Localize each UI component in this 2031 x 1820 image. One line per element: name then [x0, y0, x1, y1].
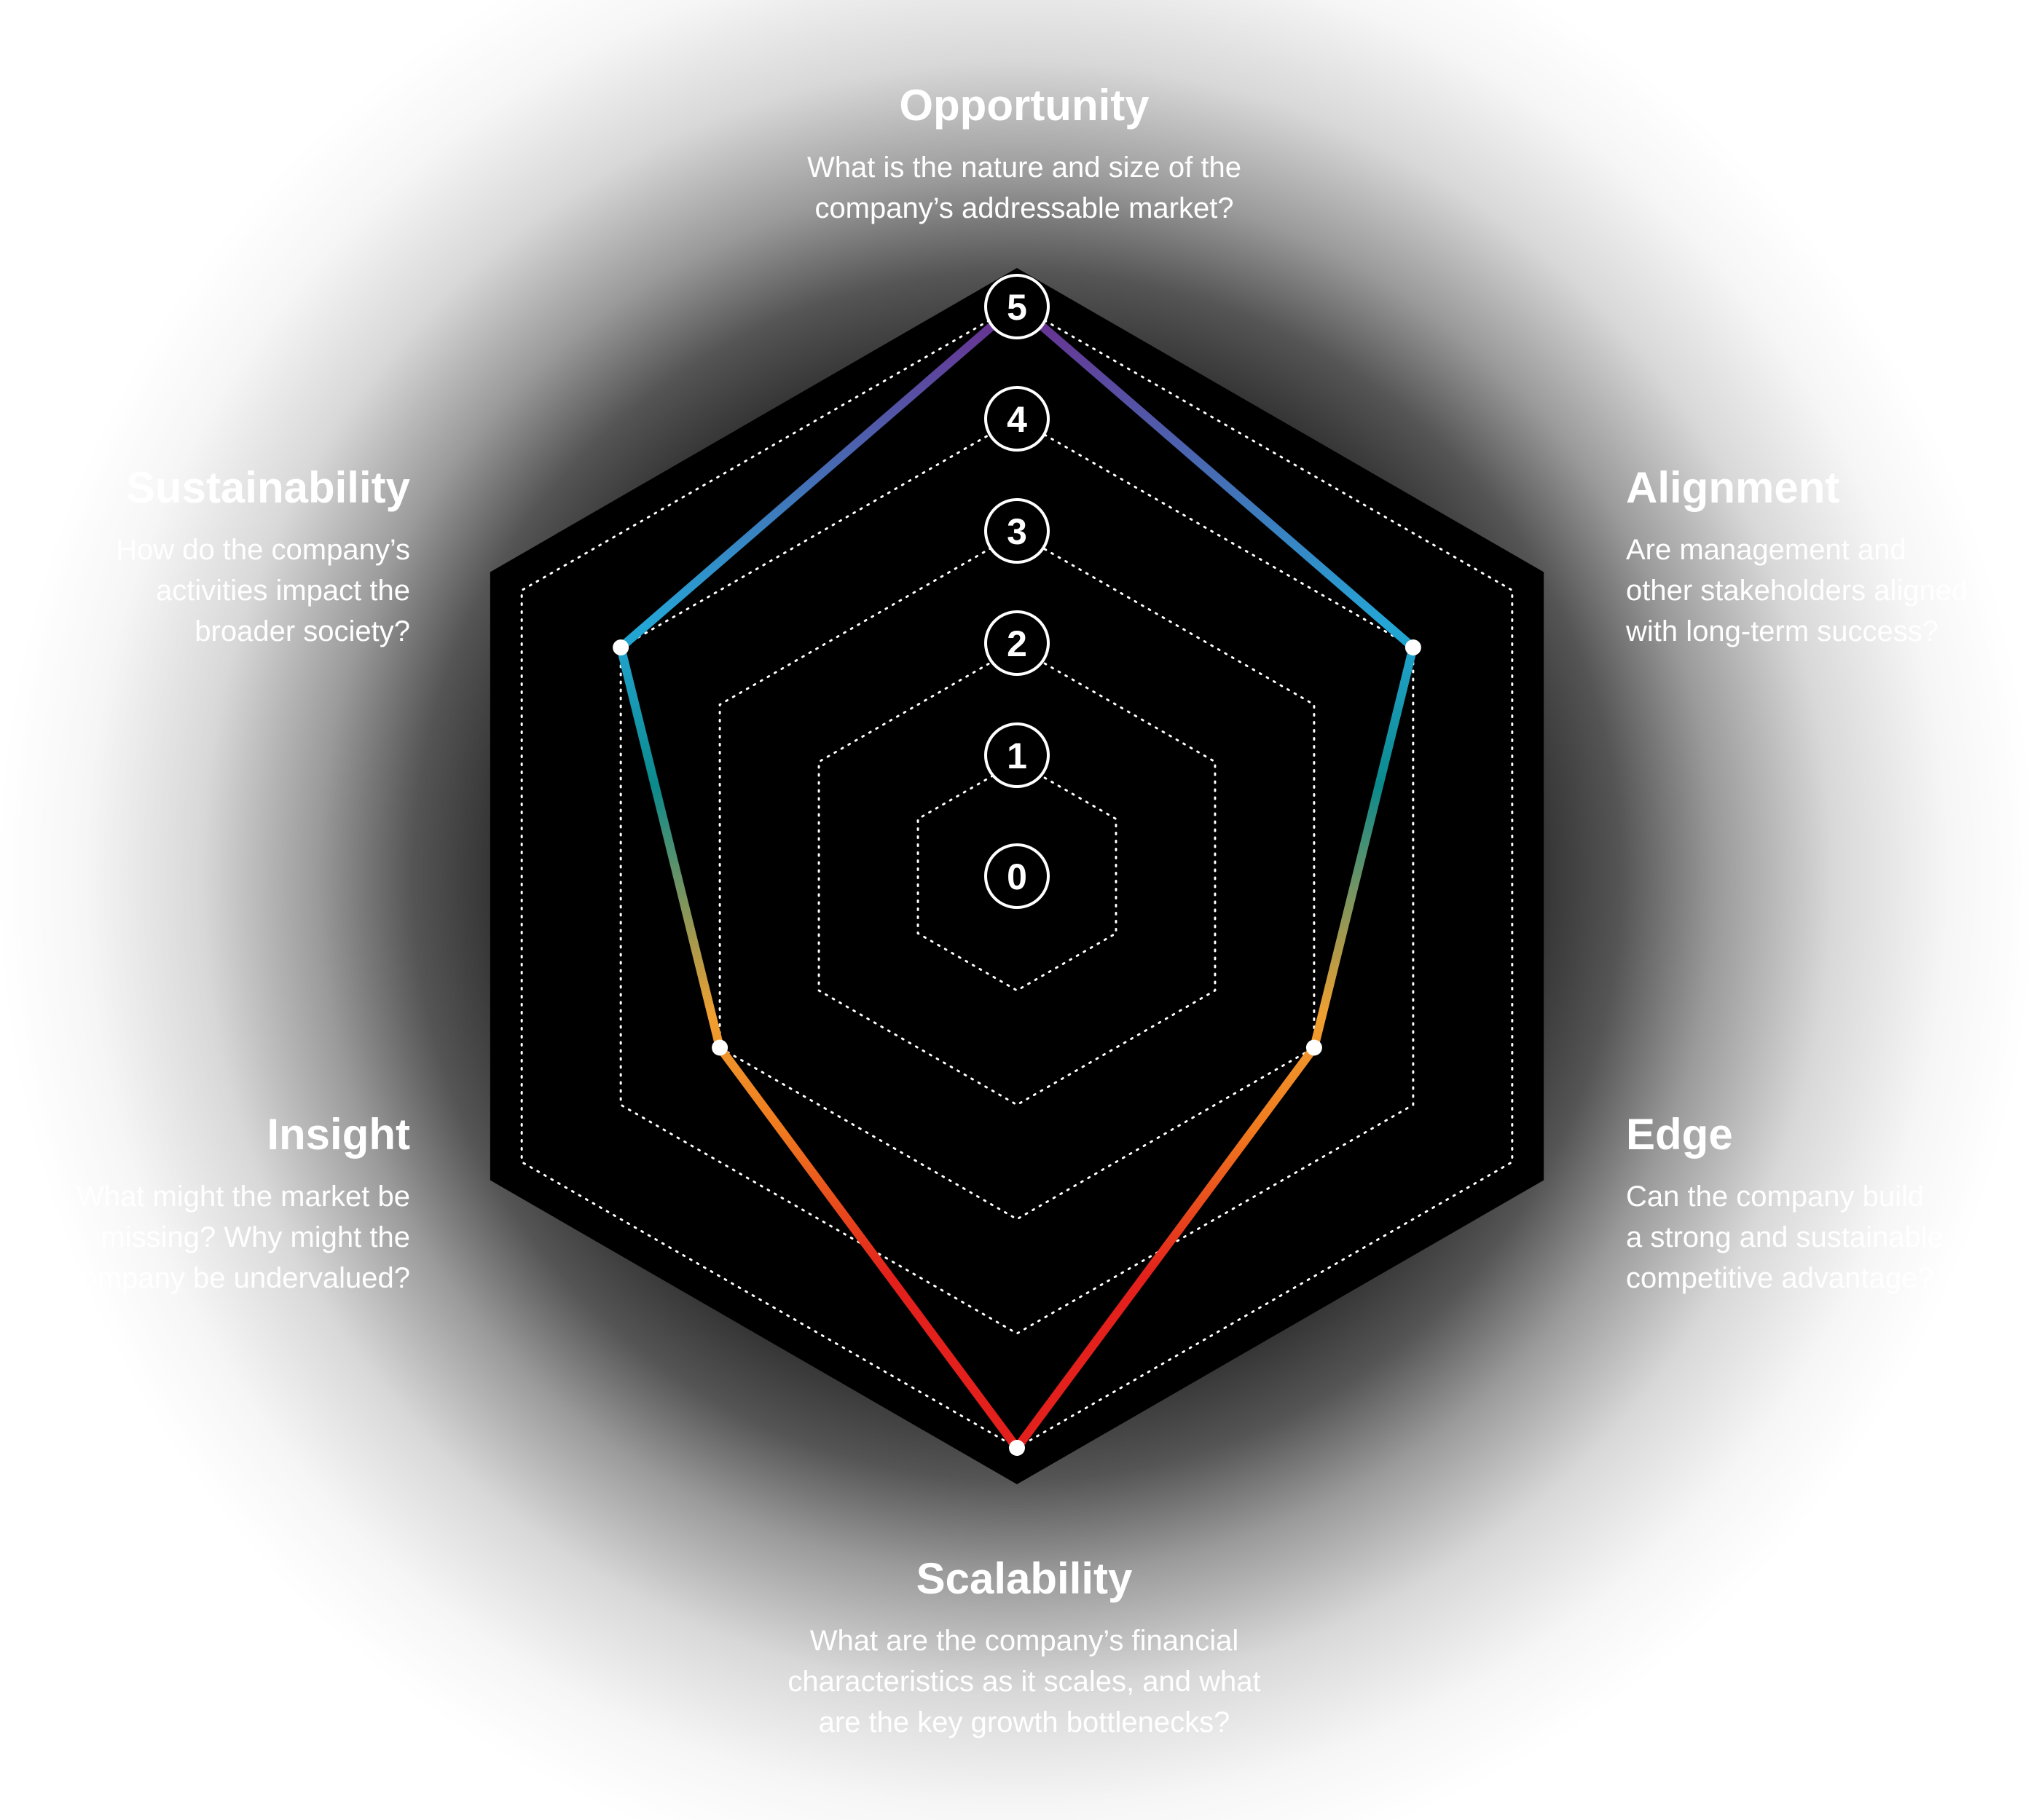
scale-label-0: 0	[1007, 856, 1027, 897]
axis-title: Opportunity	[899, 81, 1150, 130]
scale-label-circle-0	[984, 843, 1050, 909]
data-point-sustainability	[613, 639, 629, 655]
axis-question-line: activities impact the	[156, 575, 410, 607]
axis-question-line: characteristics as it scales, and what	[787, 1666, 1260, 1698]
data-point-insight	[712, 1039, 728, 1056]
scale-label-circle-4	[984, 386, 1050, 452]
axis-question-line: What is the nature and size of the	[807, 151, 1241, 184]
grid-ring-3	[718, 532, 1316, 1221]
axis-question-line: company’s addressable market?	[814, 192, 1233, 224]
scale-label-circle-1	[984, 722, 1050, 788]
scale-label-circle-5	[984, 274, 1050, 339]
axis-question-line: What might the market be	[76, 1181, 410, 1213]
axis-question-line: are the key growth bottlenecks?	[819, 1706, 1230, 1738]
axis-question-line: competitive advantage?	[1626, 1262, 1934, 1294]
data-point-edge	[1305, 1039, 1322, 1056]
scale-labels: 0 1 2 3 4 5	[984, 274, 1050, 909]
scale-label-circle-3	[984, 498, 1050, 564]
axis-title: Alignment	[1626, 463, 1839, 512]
scale-label-4: 4	[1007, 399, 1027, 440]
axis-question-line: How do the company’s	[116, 534, 410, 566]
scale-label-2: 2	[1007, 623, 1027, 664]
scale-label-5: 5	[1007, 287, 1027, 328]
scale-label-1: 1	[1007, 736, 1027, 776]
axis-question-line: Are management and	[1626, 534, 1906, 566]
scale-label-3: 3	[1007, 511, 1027, 552]
scale-label-circle-2	[984, 610, 1050, 676]
axis-question-line: missing? Why might the	[101, 1221, 410, 1253]
data-point-scalability	[1009, 1440, 1025, 1456]
data-point-alignment	[1405, 639, 1421, 655]
axis-title: Scalability	[916, 1554, 1133, 1603]
axis-question-line: Can the company build	[1626, 1181, 1924, 1213]
axis-question-line: with long-term success?	[1625, 615, 1938, 647]
axis-question-line: broader society?	[195, 615, 410, 647]
grid-ring-1	[916, 760, 1117, 992]
axis-question-line: What are the company’s financial	[810, 1625, 1238, 1657]
axis-title: Edge	[1626, 1110, 1733, 1159]
axis-title: Sustainability	[126, 463, 411, 512]
axis-question-line: a strong and sustainable	[1626, 1221, 1944, 1253]
axis-question-line: company be undervalued?	[67, 1262, 410, 1294]
axis-question-line: other stakeholders aligned	[1626, 575, 1968, 607]
axis-title: Insight	[267, 1110, 410, 1159]
